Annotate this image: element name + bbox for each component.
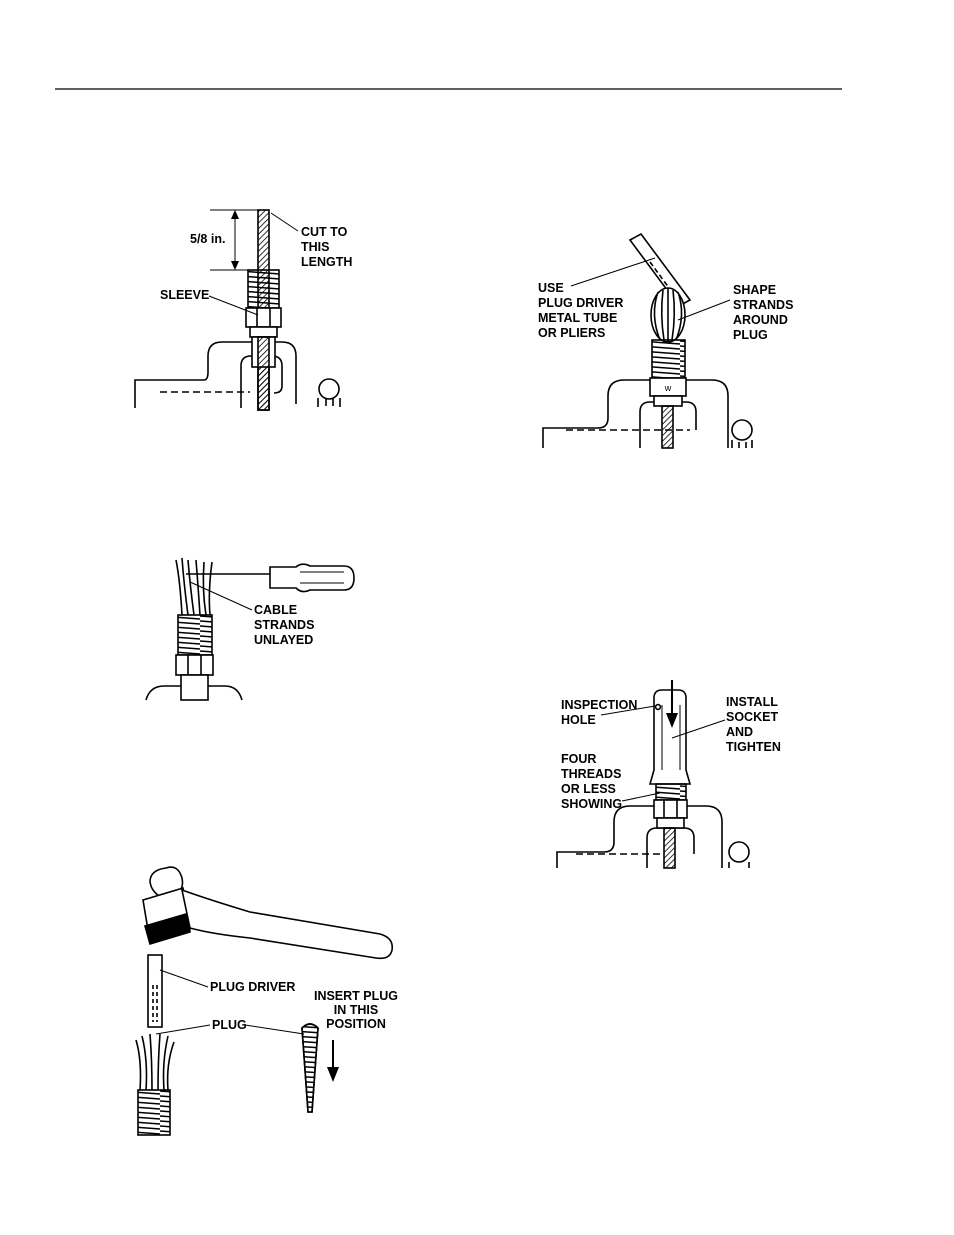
figure-strands-unlayed <box>146 558 354 700</box>
tool-label-line3: METAL TUBE <box>538 311 617 325</box>
tool-label-line1: USE <box>538 281 564 295</box>
install-label-line4: TIGHTEN <box>726 740 781 754</box>
strands-label-line3: UNLAYED <box>254 633 313 647</box>
shape-label-line4: PLUG <box>733 328 768 342</box>
cut-label-line1: CUT TO <box>301 225 348 239</box>
shape-label-line3: AROUND <box>733 313 788 327</box>
install-label-line1: INSTALL <box>726 695 778 709</box>
insert-label-line3: POSITION <box>326 1017 386 1031</box>
threads-label-line3: OR LESS <box>561 782 616 796</box>
install-label-line3: AND <box>726 725 753 739</box>
strands-label-line1: CABLE <box>254 603 297 617</box>
driver-label: PLUG DRIVER <box>210 980 295 994</box>
threads-label-line4: SHOWING <box>561 797 622 811</box>
sleeve-label: SLEEVE <box>160 288 209 302</box>
figure-shape-strands: w <box>543 234 752 448</box>
svg-text:w: w <box>664 383 672 393</box>
threads-label-line2: THREADS <box>561 767 621 781</box>
strands-label-line2: STRANDS <box>254 618 314 632</box>
shape-label-line1: SHAPE <box>733 283 776 297</box>
cut-label-line3: LENGTH <box>301 255 352 269</box>
install-label-line2: SOCKET <box>726 710 778 724</box>
inspection-label-line2: HOLE <box>561 713 596 727</box>
tool-label-line4: OR PLIERS <box>538 326 605 340</box>
cut-label-line2: THIS <box>301 240 329 254</box>
dimension-label: 5/8 in. <box>190 232 225 246</box>
insert-label-line2: IN THIS <box>334 1003 378 1017</box>
shape-label-line2: STRANDS <box>733 298 793 312</box>
threads-label-line1: FOUR <box>561 752 596 766</box>
plug-label: PLUG <box>212 1018 247 1032</box>
inspection-label-line1: INSPECTION <box>561 698 637 712</box>
insert-label-line1: INSERT PLUG <box>314 989 398 1003</box>
tool-label-line2: PLUG DRIVER <box>538 296 623 310</box>
